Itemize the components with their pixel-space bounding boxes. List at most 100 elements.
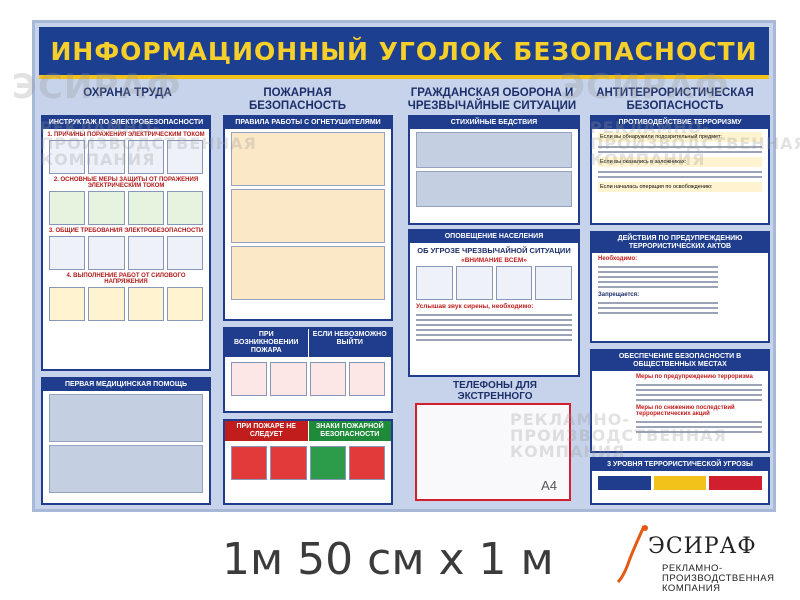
fire-extinguisher-sign-icon (231, 446, 268, 480)
board-size-label: 1м 50 см x 1 м (222, 534, 554, 585)
giraffe-icon (616, 525, 648, 584)
gloves-icon (49, 191, 86, 225)
terror-forbidden-label: Запрещается: (598, 292, 640, 298)
public-prevent-text (636, 384, 762, 401)
alarm-sign-icon (348, 446, 385, 480)
door-icon (309, 362, 346, 396)
electro-sub3: 3. ОБЩИЕ ТРЕБОВАНИЯ ЭЛЕКТРОБЕЗОПАСНОСТИ (48, 228, 204, 234)
fire-sign-icons (231, 446, 385, 480)
electro-icons-1 (49, 140, 203, 174)
pocket-size-label: A4 (541, 478, 557, 493)
fire-hose-sign-icon (270, 446, 307, 480)
fire-signs-headers: ПРИ ПОЖАРЕ НЕ СЛЕДУЕТ ЗНАКИ ПОЖАРНОЙ БЕЗ… (225, 421, 391, 441)
fire-action-icons (231, 362, 385, 396)
disasters-panel: СТИХИЙНЫЕ БЕДСТВИЯ (408, 115, 580, 225)
exit-sign-icon (309, 446, 346, 480)
terror-question-1: Если вы обнаружили подозрительный предме… (598, 132, 762, 142)
electro-safety-title: ИНСТРУКТАЖ ПО ЭЛЕКТРОБЕЗОПАСНОСТИ (43, 117, 209, 129)
terror-needed-text (598, 266, 718, 288)
disasters-title: СТИХИЙНЫЕ БЕДСТВИЯ (410, 117, 578, 129)
first-aid-illustration-2 (49, 445, 203, 493)
disasters-photo-2 (416, 171, 572, 207)
board-title-bar: ИНФОРМАЦИОННЫЙ УГОЛОК БЕЗОПАСНОСТИ (39, 27, 769, 79)
cable-icon (127, 191, 164, 225)
threat-level-red (709, 476, 763, 490)
panel-icon (166, 140, 203, 174)
breaker-icon (166, 236, 203, 270)
fire-actions-panel: ПРИ ВОЗНИКНОВЕНИИ ПОЖАРА ЕСЛИ НЕВОЗМОЖНО… (223, 327, 393, 413)
electro-icons-4 (49, 287, 203, 321)
first-aid-panel: ПЕРВАЯ МЕДИЦИНСКАЯ ПОМОЩЬ (41, 377, 211, 505)
population-alert-siren: Услышав звук сирены, необходимо: (416, 303, 534, 310)
radio-icon (455, 266, 493, 300)
terror-needed-label: Необходимо: (598, 256, 638, 262)
population-alert-subtitle: ОБ УГРОЗЕ ЧРЕЗВЫЧАЙНОЙ СИТУАЦИИ (417, 246, 571, 255)
extinguisher-title: ПРАВИЛА РАБОТЫ С ОГНЕТУШИТЕЛЯМИ (225, 117, 391, 129)
extinguisher-illustration-3 (231, 246, 385, 300)
switch-icon (49, 236, 86, 270)
electro-sub2: 2. ОСНОВНЫЕ МЕРЫ ЗАЩИТЫ ОТ ПОРАЖЕНИЯ ЭЛЕ… (53, 177, 199, 189)
column-heading-fire: ПОЖАРНАЯ БЕЗОПАСНОСТЬ (248, 87, 347, 112)
threat-level-bars (598, 476, 763, 490)
electro-icons-3 (49, 236, 203, 270)
extinguisher-panel: ПРАВИЛА РАБОТЫ С ОГНЕТУШИТЕЛЯМИ (223, 115, 393, 321)
fire-actions-headers: ПРИ ВОЗНИКНОВЕНИИ ПОЖАРА ЕСЛИ НЕВОЗМОЖНО… (225, 329, 391, 357)
meter-icon (127, 236, 164, 270)
fire-signs-title: ЗНАКИ ПОЖАРНОЙ БЕЗОПАСНОСТИ (307, 421, 391, 441)
telephone-icon (535, 266, 572, 300)
terror-prevention-title: ДЕЙСТВИЯ ПО ПРЕДУПРЕЖДЕНИЮ ТЕРРОРИСТИЧЕС… (592, 233, 768, 253)
terror-question-2: Если вы оказались в заложниках: (598, 157, 762, 167)
worker-icon (127, 140, 164, 174)
lock-icon (88, 287, 125, 321)
electro-sub1: 1. ПРИЧИНЫ ПОРАЖЕНИЯ ЭЛЕКТРИЧЕСКИМ ТОКОМ (47, 132, 205, 138)
socket-icon (88, 191, 125, 225)
phone-icon (231, 362, 268, 396)
plug-icon (88, 236, 125, 270)
logo-name: ЭСИРАФ (648, 534, 757, 559)
stairs-icon (348, 362, 385, 396)
public-reduce-text (636, 421, 762, 433)
public-prevent-label: Меры по предупреждению терроризма (636, 374, 753, 380)
population-alert-text (416, 314, 572, 341)
population-alert-title: ОПОВЕЩЕНИЕ НАСЕЛЕНИЯ (410, 231, 578, 243)
first-aid-title: ПЕРВАЯ МЕДИЦИНСКАЯ ПОМОЩЬ (43, 379, 209, 391)
electro-sub4: 4. ВЫПОЛНЕНИЕ РАБОТ ОТ СИЛОВОГО НАПРЯЖЕН… (66, 273, 186, 285)
terror-text-1 (598, 146, 762, 153)
counter-terror-title: ПРОТИВОДЕЙСТВИЕ ТЕРРОРИЗМУ (592, 117, 768, 129)
tag-icon (127, 287, 164, 321)
company-logo: ЭСИРАФ РЕКЛАМНО- ПРОИЗВОДСТВЕННАЯ КОМПАН… (610, 520, 800, 600)
disasters-photo-1 (416, 132, 572, 168)
extinguisher-illustration-2 (231, 189, 385, 243)
column-heading-antiterror: АНТИТЕРРОРИСТИЧЕСКАЯ БЕЗОПАСНОСТЬ (596, 87, 754, 112)
population-alert-panel: ОПОВЕЩЕНИЕ НАСЕЛЕНИЯ ОБ УГРОЗЕ ЧРЕЗВЫЧАЙ… (408, 229, 580, 377)
wiring-icon (49, 140, 86, 174)
threat-level-yellow (653, 476, 707, 490)
evacuation-icon (270, 362, 307, 396)
emergency-phones-pocket: A4 (415, 403, 571, 501)
fire-signs-panel: ПРИ ПОЖАРЕ НЕ СЛЕДУЕТ ЗНАКИ ПОЖАРНОЙ БЕЗ… (223, 419, 393, 505)
ladder-icon (166, 287, 203, 321)
electro-safety-panel: ИНСТРУКТАЖ ПО ЭЛЕКТРОБЕЗОПАСНОСТИ 1. ПРИ… (41, 115, 211, 371)
terror-prevention-panel: ДЕЙСТВИЯ ПО ПРЕДУПРЕЖДЕНИЮ ТЕРРОРИСТИЧЕС… (590, 231, 770, 343)
threat-levels-title: 3 УРОВНЯ ТЕРРОРИСТИЧЕСКОЙ УГРОЗЫ (592, 459, 768, 471)
counter-terror-panel: ПРОТИВОДЕЙСТВИЕ ТЕРРОРИЗМУ Если вы обнар… (590, 115, 770, 225)
column-heading-civil: ГРАЖДАНСКАЯ ОБОРОНА И ЧРЕЗВЫЧАЙНЫЕ СИТУА… (407, 87, 577, 112)
public-safety-title: ОБЕСПЕЧЕНИЕ БЕЗОПАСНОСТИ В ОБЩЕСТВЕННЫХ … (592, 351, 768, 371)
threat-level-blue (598, 476, 651, 490)
fire-exit-title: ЕСЛИ НЕВОЗМОЖНО ВЫЙТИ (307, 329, 391, 357)
public-safety-panel: ОБЕСПЕЧЕНИЕ БЕЗОПАСНОСТИ В ОБЩЕСТВЕННЫХ … (590, 349, 770, 453)
first-aid-illustration-1 (49, 394, 203, 442)
column-heading-labor: ОХРАНА ТРУДА (83, 87, 172, 99)
extinguisher-illustration-1 (231, 132, 385, 186)
electro-icons-2 (49, 191, 203, 225)
tv-icon (416, 266, 453, 300)
board-title: ИНФОРМАЦИОННЫЙ УГОЛОК БЕЗОПАСНОСТИ (50, 36, 758, 66)
fire-case-title: ПРИ ВОЗНИКНОВЕНИИ ПОЖАРА (225, 329, 308, 357)
logo-tagline: РЕКЛАМНО- ПРОИЗВОДСТВЕННАЯ КОМПАНИЯ (662, 563, 775, 594)
public-reduce-label: Меры по снижению последствий террористич… (636, 405, 735, 417)
alert-device-icons (416, 266, 572, 300)
tower-icon (88, 140, 125, 174)
fire-dont-title: ПРИ ПОЖАРЕ НЕ СЛЕДУЕТ (225, 421, 308, 441)
safety-board: ИНФОРМАЦИОННЫЙ УГОЛОК БЕЗОПАСНОСТИ ОХРАН… (32, 20, 776, 512)
loudspeaker-icon (495, 266, 533, 300)
